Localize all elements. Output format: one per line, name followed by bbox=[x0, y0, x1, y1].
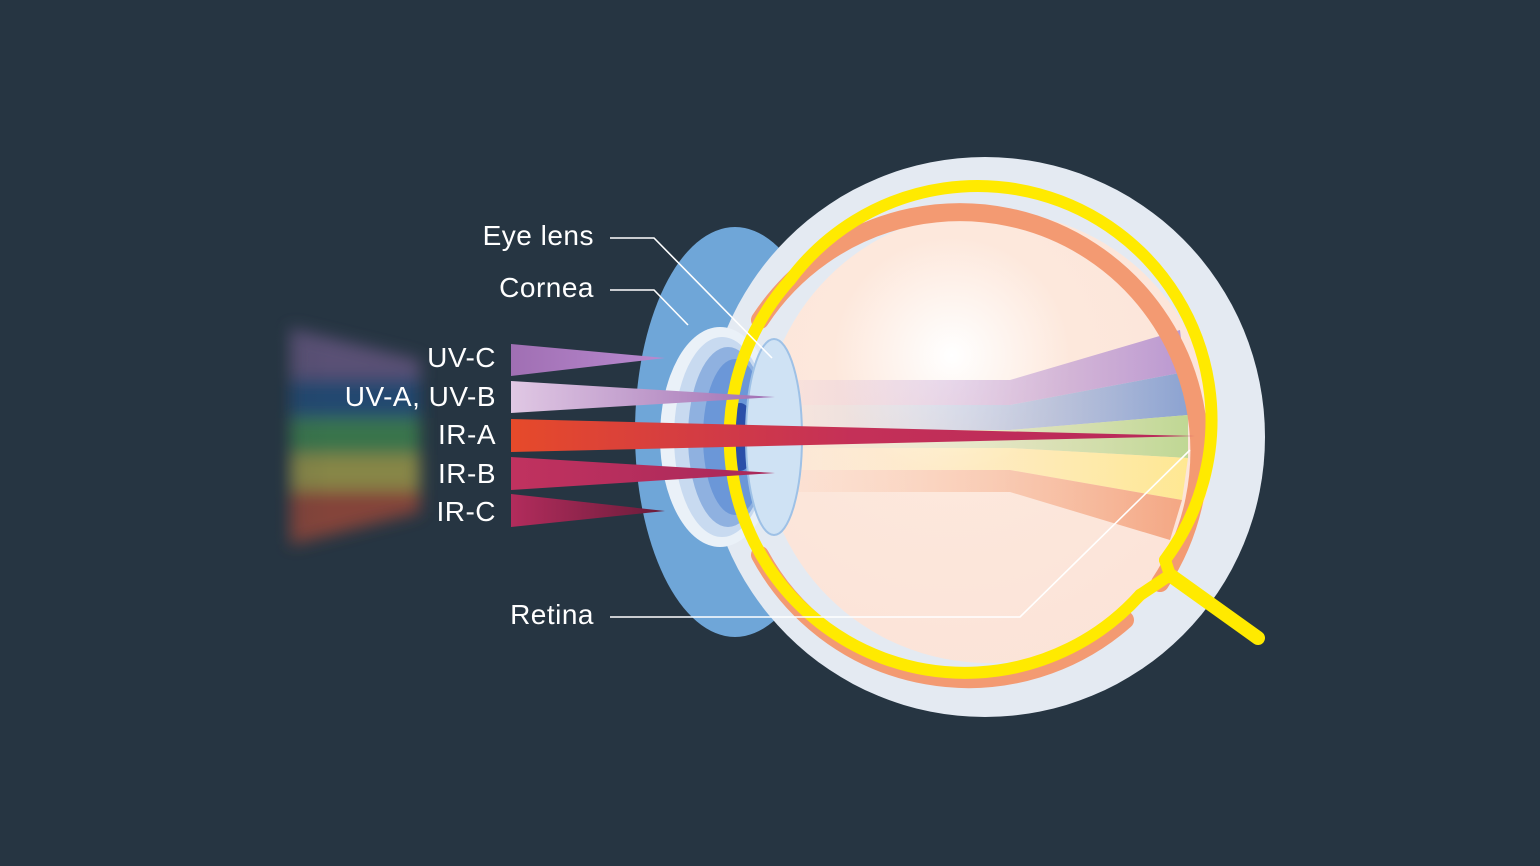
spectrum-fade bbox=[270, 320, 330, 560]
leader-retina bbox=[610, 449, 1191, 618]
label-cornea: Cornea bbox=[499, 272, 594, 303]
leader-eye-lens bbox=[610, 237, 773, 359]
band-labels: UV-C UV-A, UV-B IR-A IR-B IR-C bbox=[345, 342, 496, 527]
retina-lower bbox=[723, 274, 1146, 679]
band-label-ir-a: IR-A bbox=[438, 419, 496, 450]
beam-orange bbox=[780, 470, 1182, 540]
beam-yellow bbox=[780, 448, 1188, 500]
band-wedge-ir-a bbox=[511, 419, 1195, 452]
retina-upper bbox=[784, 180, 1218, 566]
band-wedge-uv-ab bbox=[511, 381, 775, 413]
band-label-ir-c: IR-C bbox=[436, 496, 496, 527]
band-label-ir-b: IR-B bbox=[438, 458, 496, 489]
beam-violet bbox=[780, 330, 1185, 405]
anatomy-labels: Eye lens Cornea Retina bbox=[483, 220, 1191, 630]
band-wedge-ir-c bbox=[511, 494, 665, 527]
band-label-uv-ab: UV-A, UV-B bbox=[345, 381, 496, 412]
optic-nerve bbox=[1163, 568, 1265, 645]
band-label-uv-c: UV-C bbox=[427, 342, 496, 373]
label-eye-lens: Eye lens bbox=[483, 220, 594, 251]
beam-blue bbox=[780, 372, 1188, 430]
light-beams-inside bbox=[780, 330, 1188, 540]
label-retina: Retina bbox=[510, 599, 594, 630]
choroid-upper bbox=[751, 203, 1209, 592]
radiation-bands bbox=[511, 344, 1195, 527]
leader-cornea bbox=[610, 289, 689, 326]
band-wedge-ir-b bbox=[511, 457, 775, 490]
band-wedge-uv-c bbox=[511, 344, 665, 376]
